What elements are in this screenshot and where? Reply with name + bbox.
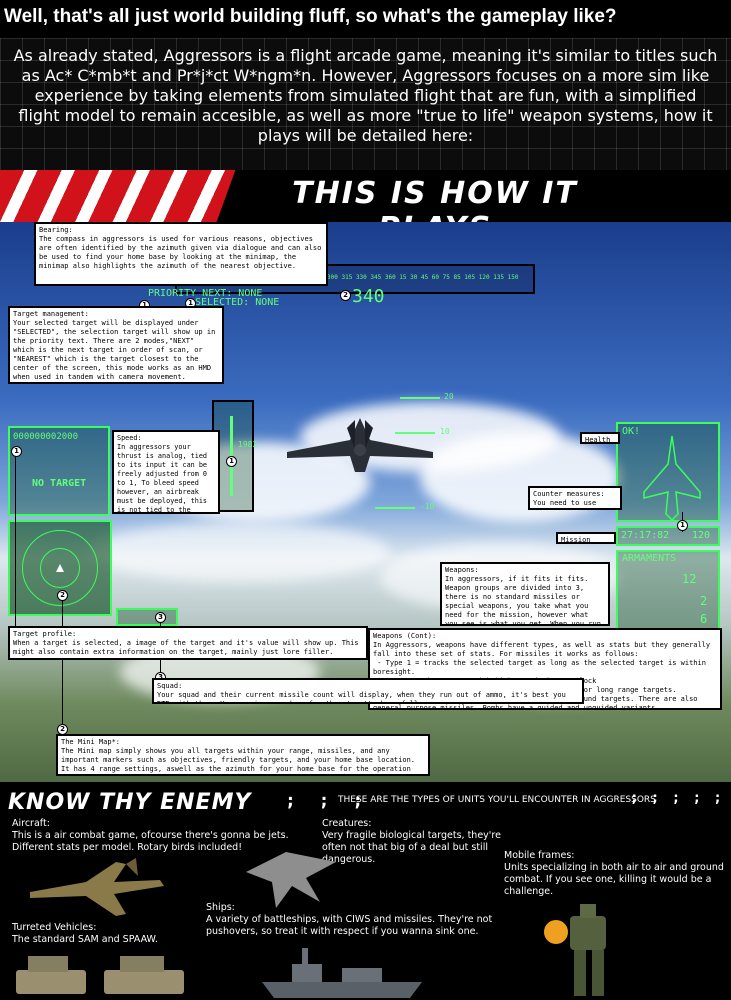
banner-title: THIS IS HOW IT PLAYS — [292, 176, 578, 222]
minimap — [8, 520, 112, 616]
jet-icon — [30, 858, 164, 916]
aircraft-text: This is a air combat game, ofcourse ther… — [12, 830, 289, 853]
callout-counter-measures: Counter measures: You need to use them. — [528, 486, 622, 510]
marker-2: 2 — [340, 290, 351, 301]
player-arrow-icon — [56, 564, 64, 572]
health-ok: OK! — [622, 426, 641, 437]
creatures-title: Creatures: — [322, 818, 372, 829]
cloud — [90, 522, 390, 582]
priority-text: PRIORITY NEXT: NONE — [148, 288, 263, 299]
compass-numbers: 165 180 195 210 225 240 255 270 285 300 … — [197, 274, 519, 281]
callout-squad: Squad: Your squad and their current miss… — [152, 678, 584, 704]
connector-line — [62, 592, 63, 752]
pitch-label: 20 — [444, 392, 454, 401]
enemy-title: KNOW THY ENEMY — [8, 790, 252, 815]
intro-panel: As already stated, Aggressors is a fligh… — [0, 38, 731, 170]
marker-1: 1 — [11, 446, 22, 457]
target-counter: 000000002000 — [13, 432, 79, 442]
turrets-title: Turreted Vehicles: — [12, 922, 97, 933]
callout-bearing: Bearing: The compass in aggressors is us… — [34, 222, 328, 286]
ammo-count: 2 — [700, 594, 708, 608]
marker-1: 1 — [677, 520, 688, 531]
callout-minimap: The Mini Map*: The Mini map simply shows… — [56, 734, 430, 776]
health-panel: OK! — [616, 422, 720, 522]
enemy-slashes: ; ; ; — [285, 790, 370, 811]
enemy-subtitle: THESE ARE THE TYPES OF UNITS YOU'LL ENCO… — [338, 795, 656, 805]
page-heading: Well, that's all just world building flu… — [0, 0, 731, 38]
aircraft-health-icon — [643, 435, 701, 522]
callout-mission-timer: Mission timer > — [556, 532, 616, 544]
gameplay-screenshot: 165 180 195 210 225 240 255 270 285 300 … — [0, 222, 731, 782]
target-profile-panel: 000000002000 NO TARGET — [8, 426, 110, 516]
callout-health: Health > — [580, 432, 620, 444]
minimap-ring — [40, 548, 80, 588]
ammo-count: 12 — [682, 572, 697, 586]
pitch-line — [395, 432, 435, 434]
creature-icon — [246, 852, 336, 908]
marker-1: 1 — [226, 456, 237, 467]
ships-text: A variety of battleships, with CIWS and … — [206, 914, 493, 937]
mission-timer-panel: 27:17:82 120 — [616, 526, 720, 546]
heading-readout: 340 — [352, 286, 385, 307]
callout-speed: Speed: In aggressors your thrust is anal… — [112, 430, 220, 514]
mission-timer-value: 27:17:82 — [621, 530, 670, 541]
mission-timer-count: 120 — [692, 530, 711, 541]
marker-2: 2 — [57, 590, 68, 601]
no-target-label: NO TARGET — [32, 478, 87, 489]
enemy-section: KNOW THY ENEMY ; ; ; THESE ARE THE TYPES… — [0, 782, 731, 1000]
mobile-frame-icon — [544, 904, 606, 996]
player-jet-icon — [287, 418, 433, 472]
callout-target-management: Target management: Your selected target … — [8, 306, 224, 384]
ship-icon — [262, 948, 422, 998]
pitch-label: -10 — [420, 502, 435, 511]
ships-title: Ships: — [206, 902, 235, 913]
pitch-line — [375, 507, 415, 509]
connector-line — [15, 452, 16, 642]
armaments-title: ARMAMENTS — [622, 553, 677, 564]
selected-text: SELECTED: NONE — [195, 297, 280, 308]
callout-target-profile: Target profile: When a target is selecte… — [8, 626, 368, 660]
pitch-line — [400, 397, 440, 399]
squad-panel — [116, 608, 178, 626]
creatures-text: Very fragile biological targets, they're… — [322, 830, 501, 865]
armaments-panel: ARMAMENTS 12 2 6 — [616, 550, 720, 634]
turrets-text: The standard SAM and SPAAW. — [12, 934, 158, 945]
aircraft-title: Aircraft: — [12, 818, 50, 829]
ammo-count: 6 — [700, 612, 708, 626]
turret-vehicle-icon — [16, 956, 184, 994]
pitch-label: 10 — [440, 427, 450, 436]
callout-weapons: Weapons: In aggressors, if it fits it fi… — [440, 562, 610, 626]
mobile-frames-title: Mobile frames: — [504, 850, 575, 861]
mobile-frames-text: Units specializing in both air to air an… — [504, 862, 724, 897]
intro-text: As already stated, Aggressors is a fligh… — [13, 46, 718, 145]
speed-value: 1982 — [238, 440, 258, 449]
minimap-ring — [22, 530, 98, 606]
marker-3: 3 — [155, 612, 166, 623]
section-banner: THIS IS HOW IT PLAYS — [0, 170, 731, 222]
enemy-slashes-right: ; ; ; ; ; ; ; — [630, 790, 731, 806]
